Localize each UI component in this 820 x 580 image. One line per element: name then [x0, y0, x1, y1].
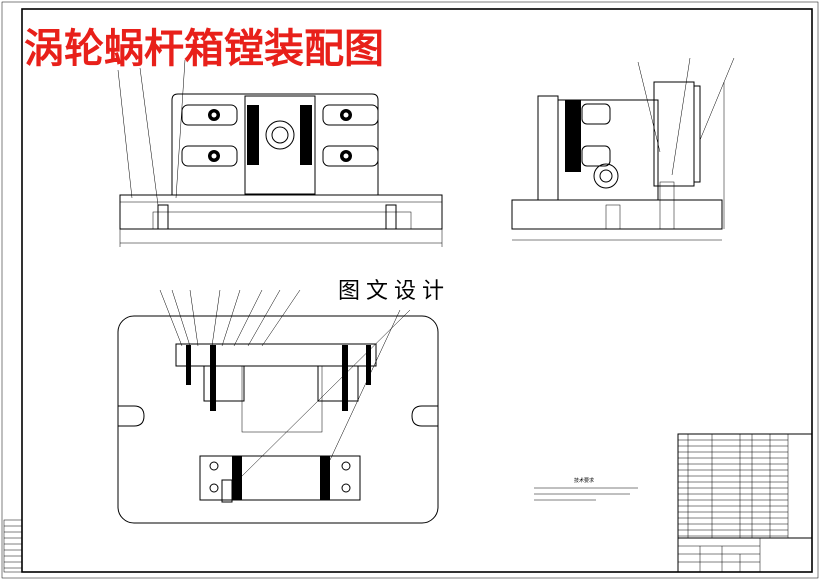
drawing-title: 涡轮蜗杆箱镗装配图 — [24, 25, 384, 72]
technical-requirements: 技术要求 — [534, 477, 638, 501]
revision-strip — [3, 519, 23, 573]
top-view — [117, 289, 439, 524]
front-view — [117, 59, 443, 247]
drawing-subtitle: 图文设计 — [338, 279, 450, 304]
side-view — [511, 57, 735, 241]
title-block — [677, 537, 813, 573]
svg-text:技术要求: 技术要求 — [574, 477, 594, 484]
inner-frame — [21, 8, 813, 573]
parts-list-table — [677, 433, 813, 539]
